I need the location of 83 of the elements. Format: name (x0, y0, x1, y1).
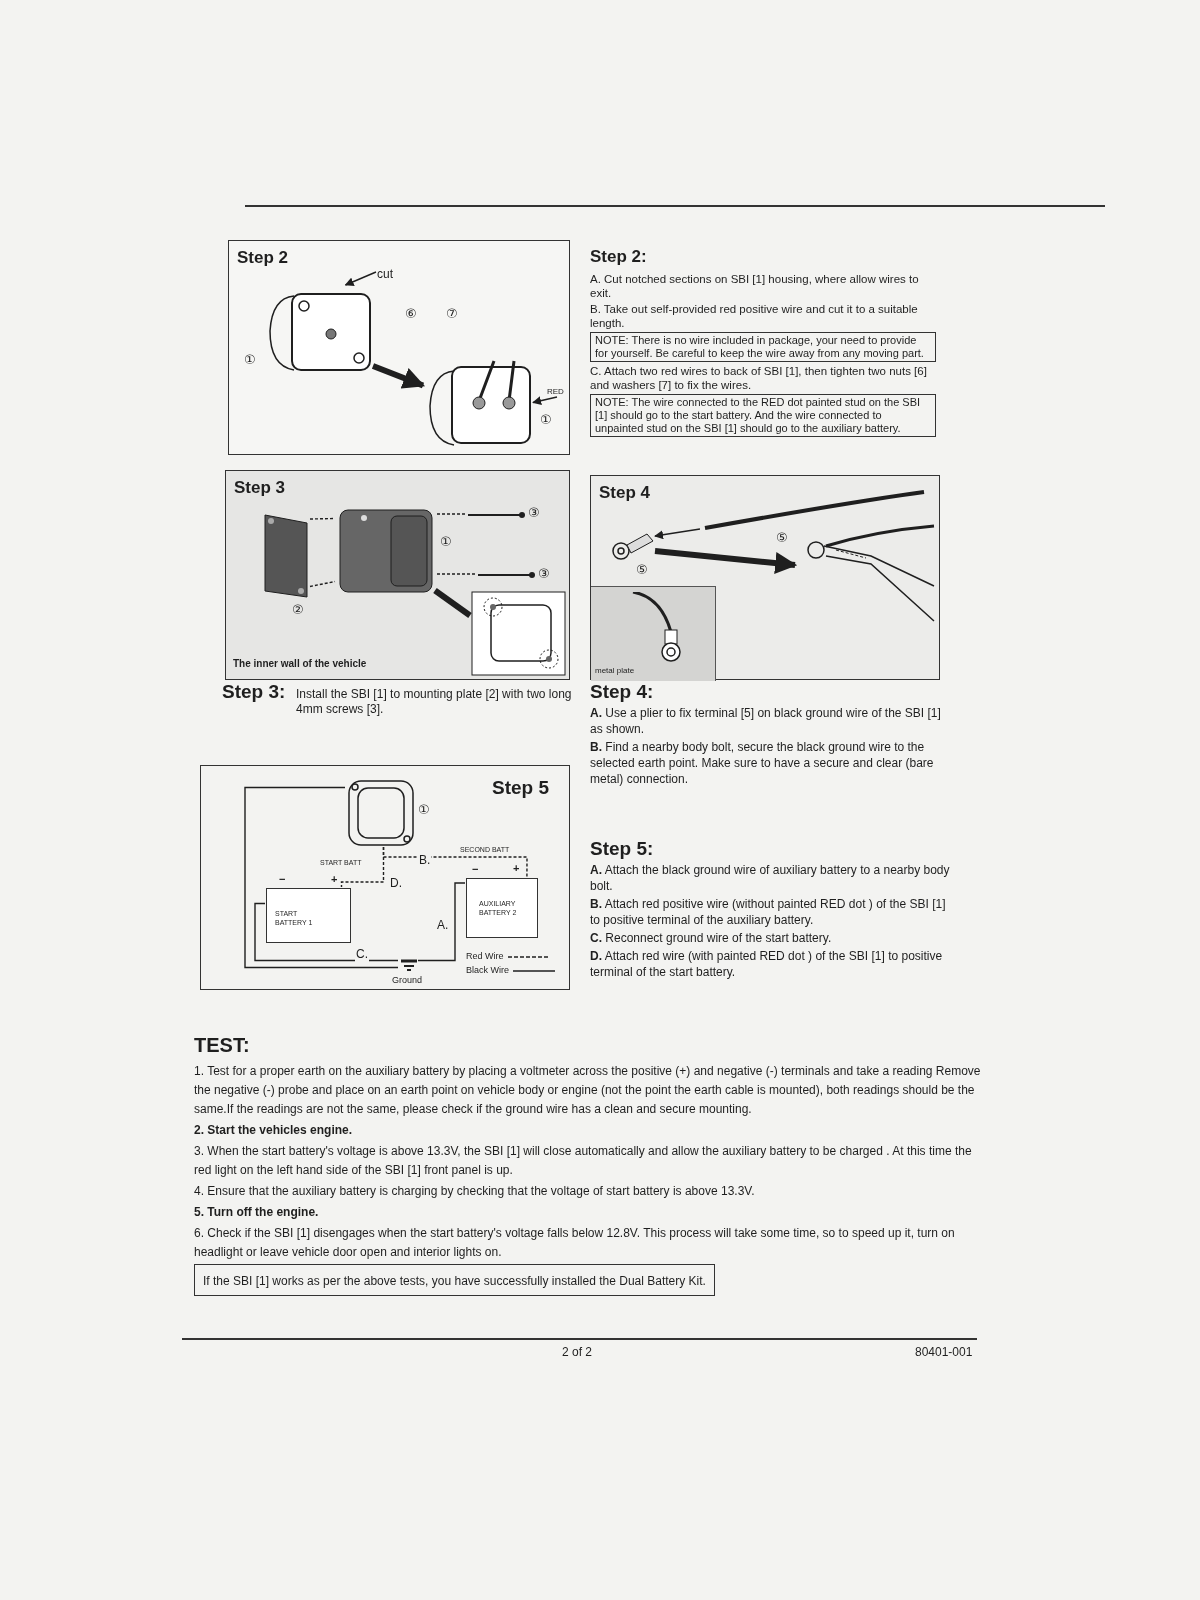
node-caption: Ground (392, 974, 423, 987)
test-step-text: 5. Turn off the engine. (194, 1204, 320, 1221)
connector-line (309, 517, 336, 520)
instruction-text: A. Attach the black ground wire of auxiliary battery to a nearby body bolt. (590, 862, 951, 894)
instruction-text: B. Attach red positive wire (without painted RED dot ) of the SBI [1] to positive terminal of the auxiliary battery. (590, 896, 947, 928)
arrow (371, 363, 426, 389)
step-heading: Step 2 (237, 247, 289, 269)
mounting-plate-inset-drawing (471, 591, 566, 676)
step-heading: Step 5 (491, 776, 549, 800)
ring-terminal-drawing (611, 531, 656, 561)
connector-line (244, 786, 399, 969)
part-label: RED (547, 386, 569, 398)
note-text: If the SBI [1] works as per the above tests, you have successfully installed the Dual Battery Kit. (203, 1274, 706, 1288)
step-title: Step 4: (590, 681, 655, 703)
page-footer-text: 2 of 2 (562, 1344, 593, 1361)
test-step-text: 1. Test for a proper earth on the auxiliary battery by placing a voltmeter across the positive (+) and negative (-) terminals and take a reading Remove the negative (-) probe and place on an earth point on vehicle body or engine (not the point the earth cable is mounted), both readings should be the same.If the readings are not the same, please check if the ground wire has a clean and secure mounting. (194, 1063, 982, 1118)
polarity-sign: + (513, 862, 520, 874)
connector-line (382, 846, 528, 878)
isolator-drawing (346, 778, 416, 848)
connector-line (433, 588, 472, 618)
test-step-text: 6. Check if the SBI [1] disengages when the start battery's voltage falls below 12.8V. This process will take some time, so to speed up it, turn on headlight or leave vehicle door open and interior lights on. (194, 1225, 956, 1261)
connector-line (309, 580, 336, 588)
screw-drawing (466, 511, 526, 519)
step-title: Step 2: (590, 246, 648, 268)
arrow (344, 271, 377, 286)
callout-number: ③ (538, 565, 550, 583)
note-text: NOTE: There is no wire included in package, your need to provide for yourself. Be careful to keep the wire away from any moving part. (595, 333, 925, 360)
connector-line (434, 513, 466, 515)
step-panel (228, 240, 570, 455)
inset-panel (591, 586, 716, 681)
note-text: NOTE: The wire connected to the RED dot painted stud on the SBI [1] should go to the start battery. And the wire connected to unpainted stud on the SBI [1] should go to the auxiliary battery. (595, 395, 922, 435)
legend-text: Black Wire (466, 964, 509, 977)
step-panel (200, 765, 570, 990)
mounting-plate-drawing (261, 511, 311, 601)
test-step-text: 3. When the start battery's voltage is above 13.3V, the SBI [1] will close automatically and allow the auxiliary battery to be charged . At this time the red light on the left hand side of the SBI [1] front panel is up. (194, 1143, 973, 1179)
battery-box (266, 888, 351, 943)
polarity-sign: − (279, 873, 286, 885)
arrow (532, 396, 558, 406)
screw-drawing (476, 571, 536, 579)
caption-text: The inner wall of the vehicle (233, 657, 367, 671)
battery-box (466, 878, 538, 938)
arrow (654, 548, 798, 574)
legend-text: Red Wire (466, 950, 504, 963)
connector-line (254, 902, 399, 962)
callout-number: ② (292, 601, 304, 619)
test-step-text: 2. Start the vehicles engine. (194, 1122, 354, 1139)
instruction-text: C. Attach two red wires to back of SBI [1], then tighten two nuts [6] and washers [7] to fix the wires. (590, 363, 928, 392)
isolator-drawing (336, 506, 436, 596)
callout-number: ① (540, 411, 552, 429)
ground-symbol-icon (399, 958, 419, 972)
test-step-text: 4. Ensure that the auxiliary battery is charging by checking that the voltage of start battery is above 13.3V. (194, 1183, 756, 1200)
page-footer-text: 80401-001 (915, 1344, 973, 1361)
instruction-text: B. Take out self-provided red positive wire and cut it to a suitable length. (590, 301, 919, 330)
connector-line (417, 882, 466, 962)
callout-number: ⑤ (776, 529, 788, 547)
step-heading: Step 4 (599, 482, 651, 504)
callout-number: ① (244, 351, 256, 369)
instruction-text: A. Cut notched sections on SBI [1] housing, where allow wires to exit. (590, 271, 920, 300)
callout-number: ⑤ (636, 561, 648, 579)
step-title: Step 5: (590, 838, 655, 860)
section-title: TEST: (194, 1033, 251, 1058)
step-panel (225, 470, 570, 680)
step-panel (590, 475, 940, 680)
callout-number: ① (418, 801, 430, 819)
instruction-text: C. Reconnect ground wire of the start battery. (590, 930, 833, 946)
polarity-sign: + (331, 873, 338, 885)
callout-number: ⑦ (446, 305, 458, 323)
step-title: Step 3: (222, 681, 286, 703)
callout-number: ① (440, 533, 452, 551)
polarity-sign: − (472, 863, 479, 875)
note-box (590, 331, 936, 362)
note-box (194, 1264, 715, 1296)
callout-number: ③ (528, 504, 540, 522)
arrow (654, 528, 701, 540)
connector-line (434, 573, 476, 575)
instruction-text: A. Use a plier to fix terminal [5] on black ground wire of the SBI [1] as shown. (590, 705, 942, 737)
callout-number: ⑥ (405, 305, 417, 323)
instruction-text: Install the SBI [1] to mounting plate [2] with two long 4mm screws [3]. (296, 687, 572, 717)
inset-label: metal plate (595, 665, 635, 677)
part-label: cut (377, 265, 407, 281)
instruction-text: D. Attach red wire (with painted RED dot ) of the SBI [1] to positive terminal of the start battery. (590, 948, 944, 980)
step-heading: Step 3 (234, 477, 286, 499)
instruction-text: B. Find a nearby body bolt, secure the black ground wire to the selected earth point. Make sure to have a secure and clear (bare metal) connection. (590, 739, 935, 787)
